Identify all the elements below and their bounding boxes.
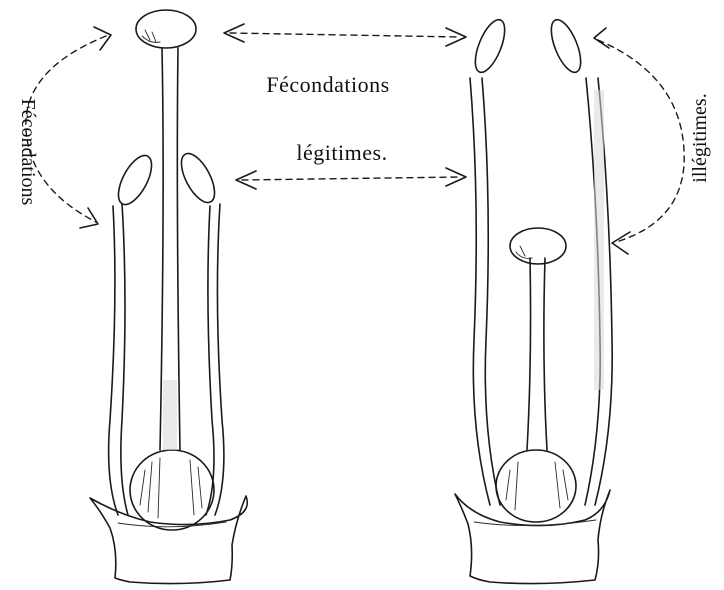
fertilization-arrows	[26, 24, 684, 254]
left-anther-1	[112, 151, 159, 210]
right-anther-1	[469, 16, 510, 76]
arrowhead-right-bottom	[612, 232, 630, 254]
left-flower-long-style	[90, 10, 247, 584]
arrowhead-left-top	[94, 27, 111, 50]
right-filament-1	[470, 78, 500, 505]
label-fecondations-center: Fécondations	[266, 72, 389, 97]
arrowhead-right-top	[594, 28, 609, 48]
arrow-top-legitimate	[230, 33, 460, 37]
left-filament-2	[206, 204, 224, 515]
right-stigma	[510, 228, 566, 264]
arrow-right-curve	[598, 40, 684, 242]
left-stigma	[136, 10, 196, 48]
label-legitimes-center: légitimes.	[296, 140, 387, 165]
left-calyx	[90, 496, 247, 584]
label-fecondations-left-vertical: Fécondations	[17, 99, 39, 206]
left-filament-1	[109, 204, 128, 515]
label-illegitimes-right-vertical: illégitimes.	[689, 93, 711, 182]
right-anther-2	[545, 16, 586, 76]
right-calyx	[455, 490, 610, 584]
right-short-style	[527, 258, 547, 450]
right-flower-short-style	[455, 16, 612, 584]
arrow-middle-legitimate	[242, 177, 460, 180]
left-anther-2	[175, 149, 222, 208]
left-ovary	[130, 450, 214, 530]
